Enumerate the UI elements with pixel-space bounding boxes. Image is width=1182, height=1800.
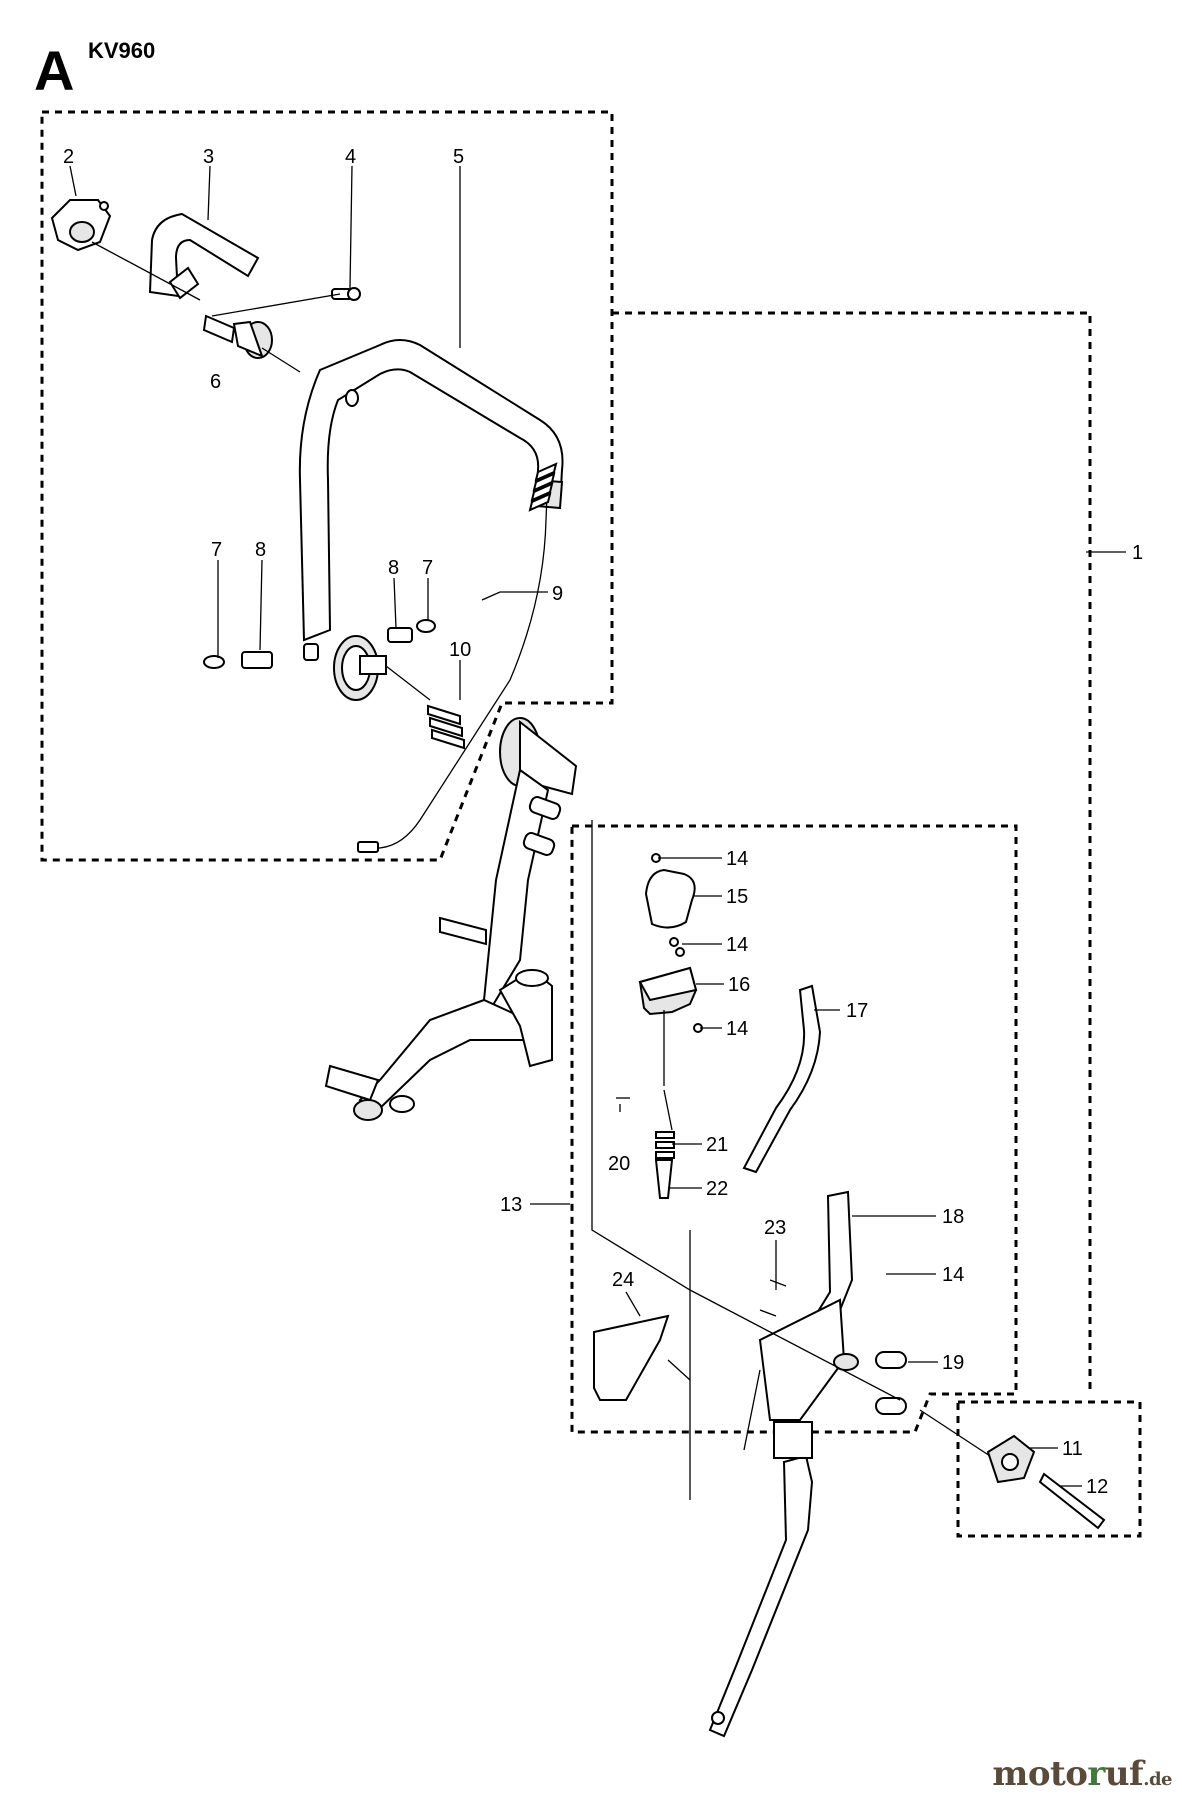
part-22-latch: [654, 1159, 674, 1199]
callout-17: 17: [846, 1000, 868, 1022]
part-12-bolt: [1038, 1472, 1106, 1530]
callout-7-left: 7: [211, 539, 222, 561]
callout-5: 5: [453, 146, 464, 168]
callout-15: 15: [726, 886, 748, 908]
part-9-cable: [357, 462, 558, 853]
part-2-clamp: [50, 199, 112, 252]
part-21-spring: [655, 1089, 675, 1159]
callout-10: 10: [449, 639, 471, 661]
part-23-pin: [759, 1279, 787, 1317]
section-letter: A: [34, 39, 75, 102]
part-24-bracket: [593, 1314, 670, 1401]
callout-12: 12: [1086, 1476, 1108, 1498]
group-box-knob: [956, 1400, 1142, 1538]
callout-22: 22: [706, 1178, 728, 1200]
part-8-nut-left: [241, 651, 273, 669]
part-15-knob-cap: [644, 868, 696, 929]
part-10-spring: [427, 704, 465, 750]
callout-14-right: 14: [942, 1264, 964, 1286]
part-19-pins: [875, 1351, 907, 1415]
part-17-guide: [742, 984, 822, 1174]
callout-8-right: 8: [388, 557, 399, 579]
part-14-screw-mid: [669, 937, 685, 957]
callout-20: 20: [608, 1153, 630, 1175]
part-3-hook-bracket: [148, 212, 260, 300]
callout-14-top: 14: [726, 848, 748, 870]
callout-11: 11: [1062, 1438, 1083, 1460]
callout-9: 9: [552, 583, 563, 605]
callout-14-mid: 14: [726, 934, 748, 956]
callout-6: 6: [210, 371, 221, 393]
callout-21: 21: [706, 1134, 728, 1156]
part-18-lever-plate: [758, 1190, 859, 1421]
part-16-lever-housing: [638, 966, 698, 1016]
callout-7-right: 7: [422, 557, 433, 579]
part-8-nut-right: [387, 627, 413, 643]
callout-24: 24: [612, 1269, 634, 1291]
part-11-knob: [986, 1434, 1036, 1484]
callout-18: 18: [942, 1206, 964, 1228]
callout-1: 1: [1132, 542, 1143, 564]
group-box-handle: [40, 110, 614, 862]
part-5-handle-bar: [298, 339, 564, 642]
callout-14-lower: 14: [726, 1018, 748, 1040]
callout-8-left: 8: [255, 539, 266, 561]
callout-23: 23: [764, 1217, 786, 1239]
part-6-pin: [202, 314, 273, 359]
callout-16: 16: [728, 974, 750, 996]
callout-2: 2: [63, 146, 74, 168]
link-bar: [708, 1421, 814, 1738]
watermark-logo: motoruf.de: [992, 1754, 1172, 1794]
gear-hub: [303, 635, 387, 701]
main-frame: [324, 717, 578, 1121]
part-4-screw: [331, 287, 361, 301]
part-7-washer-right: [416, 619, 436, 633]
group-box-frame: [612, 311, 1092, 1390]
callout-4: 4: [345, 146, 356, 168]
group-box-lever: [570, 824, 1018, 1434]
callout-13: 13: [500, 1194, 522, 1216]
callout-3: 3: [203, 146, 214, 168]
part-7-washer-left: [203, 655, 225, 669]
model-label: KV960: [88, 38, 156, 63]
callout-19: 19: [942, 1352, 964, 1374]
